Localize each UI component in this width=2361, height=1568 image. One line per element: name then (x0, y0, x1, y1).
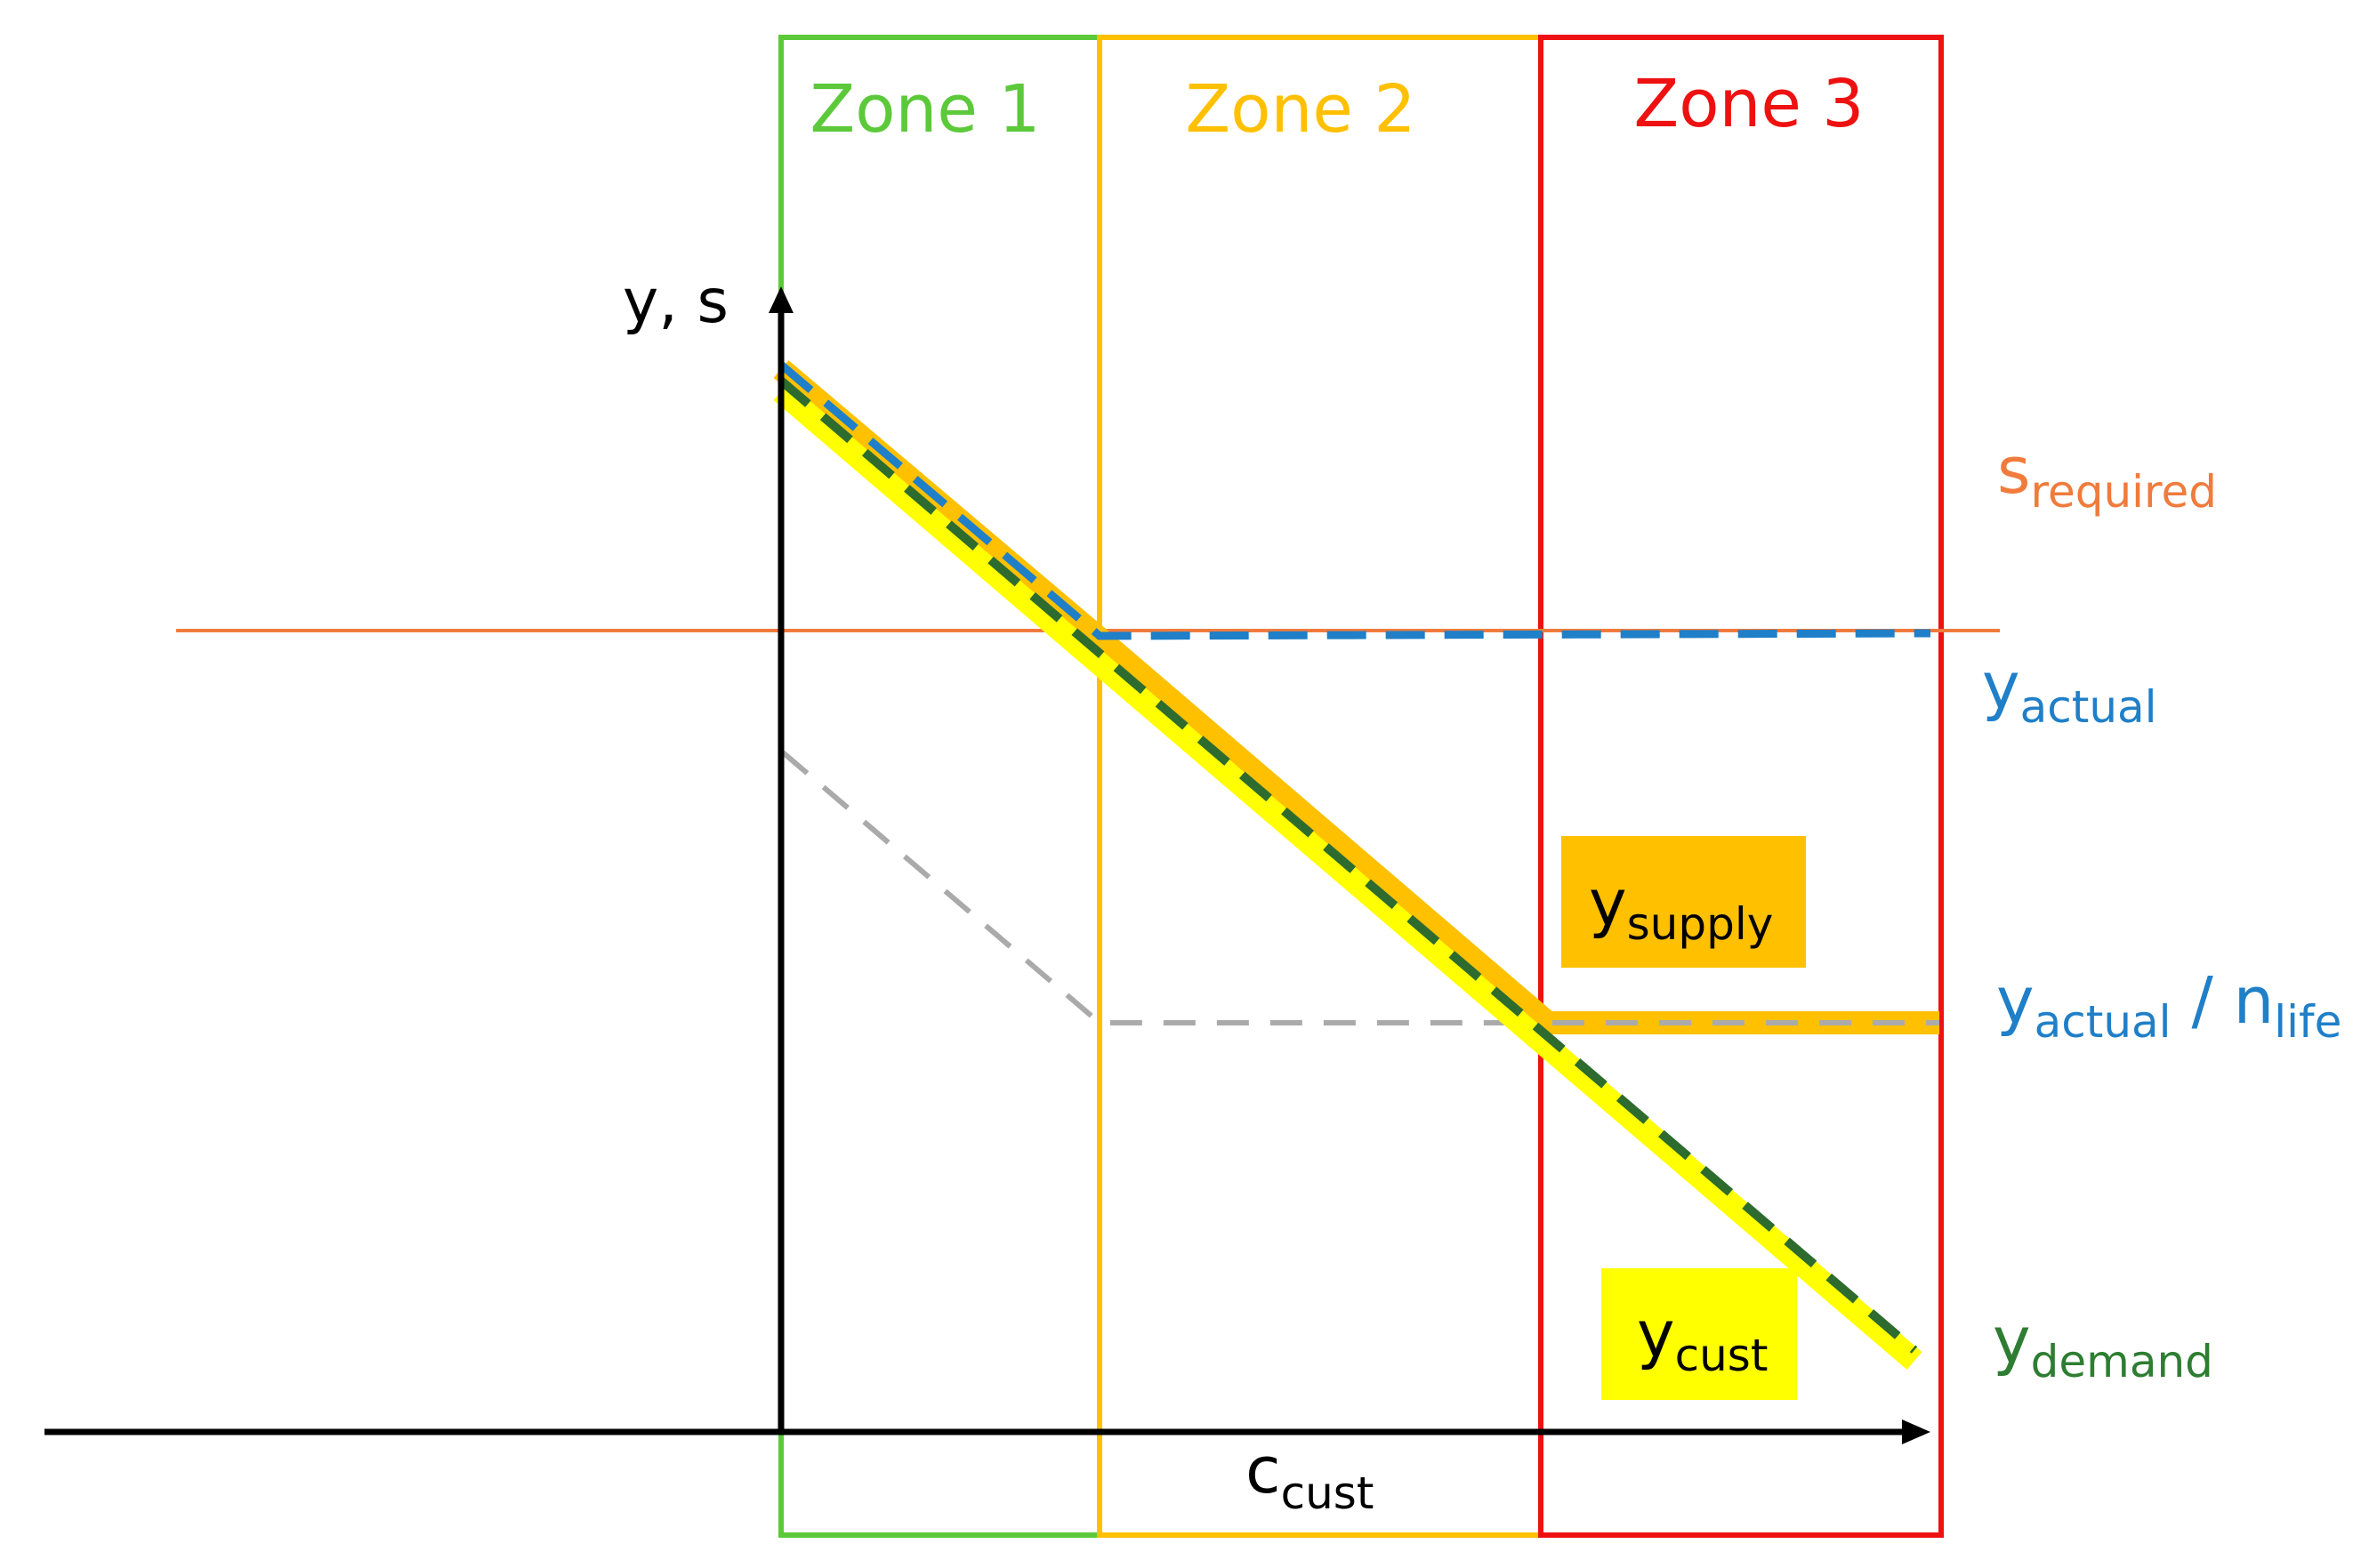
zone-1-title: Zone 1 (810, 71, 1041, 148)
zone-3-title: Zone 3 (1634, 66, 1865, 142)
y-supply-label: ysupply (1589, 865, 1773, 950)
y-cust-label: ycust (1637, 1297, 1768, 1381)
x-axis-label: ccust (1245, 1433, 1374, 1519)
y-cust-line (773, 382, 1922, 1370)
y-actual-nlife-label: yactual / nlife (1996, 963, 2341, 1048)
y-axis-arrowhead (769, 286, 794, 313)
zone-2-title: Zone 2 (1186, 71, 1416, 148)
y-supply-box (1561, 836, 1806, 968)
y-cust-box (1601, 1268, 1797, 1400)
zone-3-box (1538, 35, 1944, 1538)
zone-1-box (778, 35, 1102, 1538)
zone-2-box (1097, 35, 1543, 1538)
y-actual-line (778, 361, 1931, 640)
s-required-label: srequired (1997, 433, 2217, 518)
y-demand-label: ydemand (1993, 1303, 2213, 1387)
y-demand-line (778, 377, 1918, 1354)
x-axis-arrowhead (1902, 1419, 1930, 1444)
y-actual-label: yactual (1982, 648, 2157, 733)
y-axis-label: y, s (623, 267, 729, 337)
y-actual-nlife-line (781, 750, 1939, 1025)
